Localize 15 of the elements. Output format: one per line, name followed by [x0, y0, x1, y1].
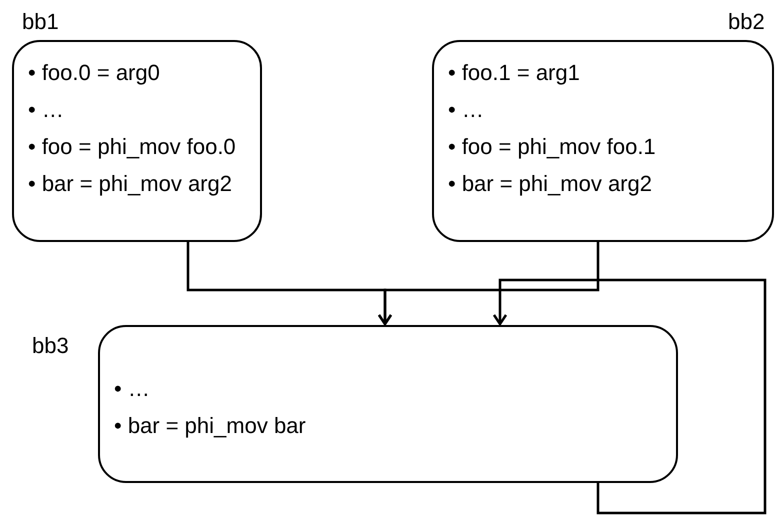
code-line: • foo = phi_mov foo.0 [28, 133, 237, 161]
arrow [378, 242, 600, 326]
code-line: • … [448, 96, 485, 124]
code-line: • … [114, 375, 151, 403]
code-line: • bar = phi_mov bar [114, 412, 307, 440]
code-line: • foo.0 = arg0 [28, 59, 161, 87]
code-line: • foo = phi_mov foo.1 [448, 133, 657, 161]
arrow [492, 278, 766, 514]
code-line: • bar = phi_mov arg2 [448, 170, 653, 198]
code-line: • foo.1 = arg1 [448, 59, 581, 87]
block-label: bb3 [32, 332, 69, 360]
block-label: bb1 [22, 8, 59, 36]
block-label: bb2 [728, 8, 765, 36]
code-line: • … [28, 96, 65, 124]
code-line: • bar = phi_mov arg2 [28, 170, 233, 198]
